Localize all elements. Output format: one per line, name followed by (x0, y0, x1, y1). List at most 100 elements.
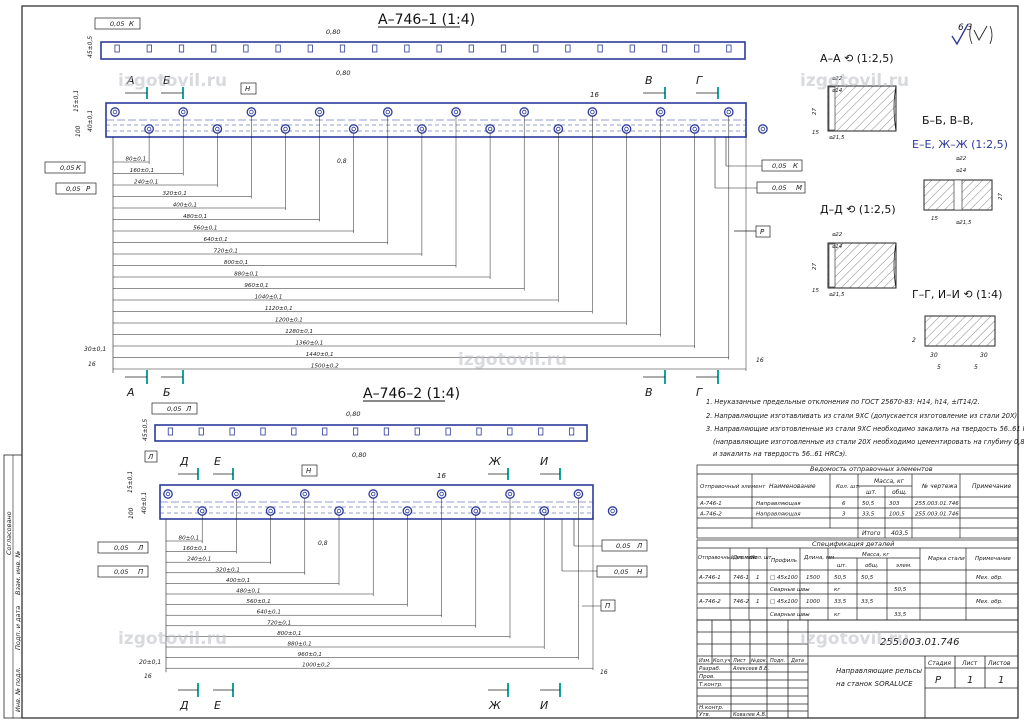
svg-text:0,05: 0,05 (114, 568, 128, 576)
svg-text:16: 16 (437, 472, 446, 480)
spec-cell: кг (834, 587, 840, 593)
svg-text:Г–Г, И–И ⟲ (1:4): Г–Г, И–И ⟲ (1:4) (912, 288, 1002, 301)
v1-dim-label: 400±0,1 (173, 203, 197, 209)
v1-top-dim-b: 0,80 (336, 69, 350, 77)
v1-marker-r (755, 225, 771, 238)
svg-text:и закалить на твердость 56..61: и закалить на твердость 56..61 HRCэ). (713, 450, 847, 458)
svg-text:2. Направляющие изготавливать: 2. Направляющие изготавливать из стали 9… (706, 412, 1019, 420)
side-label-sign: Подп. и дата (14, 606, 22, 650)
svg-text:П: П (138, 568, 144, 576)
spec-cell: 746-1 (733, 575, 749, 581)
v1-hole (212, 124, 223, 134)
v2-hole (265, 506, 276, 516)
v2-dim-label: 720±0,1 (267, 620, 291, 626)
doc-code: 255.003.01.746 (880, 637, 960, 648)
v1-top-hole (629, 44, 635, 53)
v1-dim-label: 80±0,1 (126, 157, 147, 163)
v1-dim-label: 880±0,1 (234, 272, 258, 278)
v1-top-hole (500, 44, 507, 53)
v1-top-hole (339, 44, 346, 53)
v1-top-hole (661, 44, 668, 53)
svg-text:5: 5 (974, 364, 978, 371)
svg-text:Кол. шт.: Кол. шт. (751, 555, 773, 561)
svg-text:Алексеев В.В.: Алексеев В.В. (732, 666, 769, 672)
v2-top-hole (476, 427, 482, 436)
v2-hole (539, 506, 550, 516)
svg-text:Примечание: Примечание (975, 556, 1012, 562)
v2-top-hole (414, 427, 420, 436)
svg-text:Е: Е (214, 455, 221, 468)
svg-text:элем.: элем. (896, 563, 912, 569)
svg-text:27: 27 (812, 108, 818, 115)
svg-text:Профиль: Профиль (771, 558, 797, 564)
spec-cell: 1 (756, 599, 760, 605)
svg-text:⌀14: ⌀14 (832, 88, 843, 94)
svg-text:В: В (645, 386, 653, 399)
v2-dim-label: 560±0,1 (246, 599, 270, 605)
side-label-repl: Взам. инв. № (14, 551, 22, 595)
spec-cell: 33,5 (861, 599, 874, 605)
section-dd: Д–Д ⟲ (1:2,5) ⌀22 ⌀14 ⌀21,5 27 15 (812, 203, 897, 298)
v1-dim-label: 160±0,1 (130, 168, 154, 174)
svg-text:Кол. шт.: Кол. шт. (836, 484, 861, 490)
spec-cell: □ 45х100 (770, 599, 798, 605)
spec-cell: 1000 (806, 599, 820, 605)
v2-dim-label: 240±0,1 (187, 557, 211, 563)
svg-text:30±0,1: 30±0,1 (84, 346, 106, 353)
v1-cut-b-label: Б (163, 74, 171, 87)
v2-hole (607, 506, 618, 516)
v1-hole (758, 124, 768, 134)
svg-text:Масса, кг: Масса, кг (874, 478, 905, 485)
svg-text:Ведомость отправочных элементо: Ведомость отправочных элементов (810, 465, 933, 473)
v2-hole (402, 506, 413, 516)
svg-text:izgotovil.ru: izgotovil.ru (118, 71, 227, 91)
svg-text:Лист: Лист (961, 660, 978, 667)
spec-cell: 50,5 (861, 575, 874, 581)
svg-text:Н: Н (245, 85, 251, 93)
ved-cell: 100,5 (889, 512, 905, 518)
svg-text:16: 16 (88, 361, 96, 368)
rail2-dimension-chain: 80±0,1160±0,1240±0,1320±0,1400±0,1480±0,… (165, 498, 594, 673)
svg-text:К: К (793, 162, 799, 170)
v1-hole (587, 107, 598, 117)
v1-top-hole (468, 44, 474, 53)
svg-text:0,80: 0,80 (352, 451, 366, 459)
svg-text:⌀21,5: ⌀21,5 (829, 135, 845, 141)
svg-text:16: 16 (144, 673, 152, 680)
svg-text:К: К (129, 20, 135, 28)
svg-text:3. Направляющие изготовленные: 3. Направляющие изготовленные из стали 9… (706, 425, 1024, 433)
svg-text:⌀14: ⌀14 (832, 244, 843, 250)
technical-notes: 1. Неуказанные предельные отклонения по … (706, 398, 1024, 458)
v1-dim-label: 1200±0,1 (275, 318, 303, 324)
svg-text:Л: Л (185, 405, 192, 413)
v2-hole (334, 506, 344, 516)
svg-text:100: 100 (75, 125, 82, 137)
v1-top-hole (114, 44, 120, 53)
svg-text:0,05: 0,05 (772, 184, 786, 192)
svg-text:Отправочный элемент: Отправочный элемент (700, 484, 766, 490)
v1-top-hole (178, 44, 185, 53)
spec-cell: 50,5 (834, 575, 847, 581)
v1-hole (280, 124, 291, 134)
ved-cell: А-746-1 (699, 501, 722, 507)
svg-text:Е–Е, Ж–Ж (1:2,5): Е–Е, Ж–Ж (1:2,5) (912, 138, 1008, 151)
v1-top-hole (275, 44, 281, 53)
svg-text:Б–Б, В–В,: Б–Б, В–В, (922, 114, 974, 127)
v2-top-hole (568, 427, 575, 436)
spec-cell: Сварные швы (770, 587, 810, 593)
svg-text:0,05: 0,05 (114, 544, 128, 552)
svg-text:27: 27 (812, 263, 818, 270)
svg-text:16: 16 (756, 357, 764, 364)
v2-top-hole (507, 427, 513, 436)
v1-dim-label: 1500±0,2 (311, 364, 339, 370)
svg-text:20±0,1: 20±0,1 (139, 659, 161, 666)
v1-dim-label: 480±0,1 (183, 214, 207, 220)
v2-top-hole (198, 427, 204, 436)
svg-text:Лист: Лист (732, 658, 747, 664)
ved-cell: 6 (842, 501, 846, 507)
svg-text:Ж: Ж (488, 699, 502, 712)
v2-hole (573, 489, 584, 499)
svg-text:Отправочный элемент: Отправочный элемент (698, 555, 759, 561)
v2-top-hole (260, 427, 266, 436)
spec-cell: 50,5 (894, 587, 907, 593)
